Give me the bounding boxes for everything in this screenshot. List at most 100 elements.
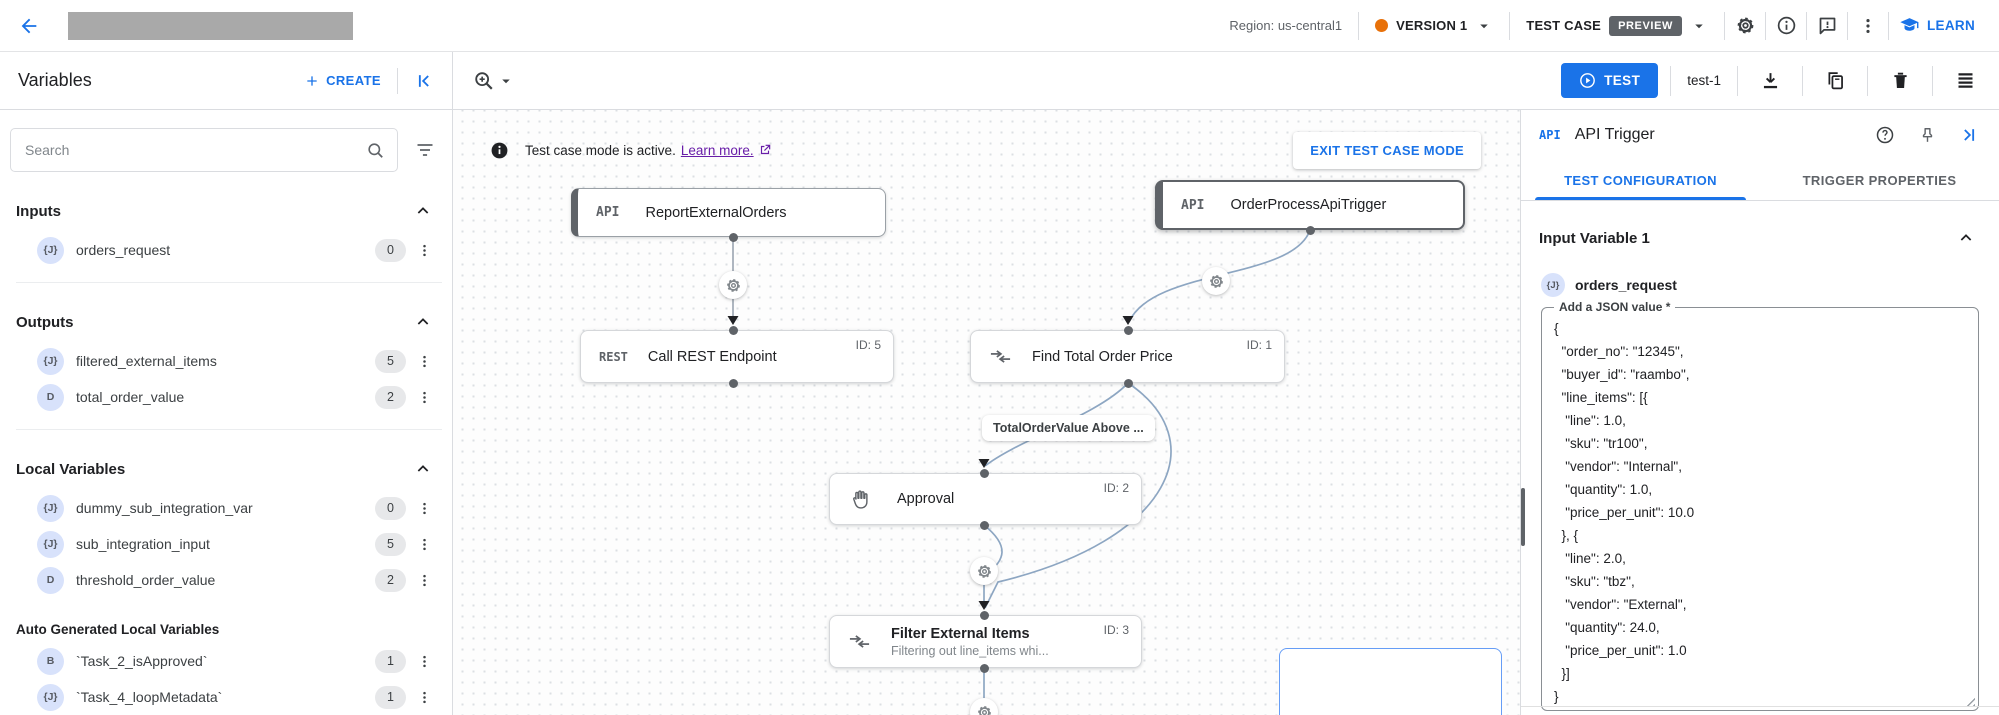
help-icon[interactable]: [1869, 119, 1901, 151]
chevron-up-icon[interactable]: [408, 307, 438, 337]
test-case-selector[interactable]: TEST CASE PREVIEW: [1510, 14, 1724, 38]
node-title: Find Total Order Price: [1032, 348, 1173, 365]
variables-panel-title: Variables: [18, 70, 92, 90]
connection-port[interactable]: [980, 664, 989, 673]
connection-port[interactable]: [1124, 326, 1133, 335]
sort-filter-icon[interactable]: [406, 131, 444, 169]
version-selector[interactable]: VERSION 1: [1359, 14, 1509, 38]
divider: [1765, 11, 1766, 40]
node-find-total-order-price[interactable]: Find Total Order Price ID: 1: [970, 330, 1285, 383]
variable-row[interactable]: {J} orders_request 0: [16, 232, 442, 268]
variable-row[interactable]: {J} filtered_external_items 5: [16, 343, 442, 379]
variable-row[interactable]: {J} dummy_sub_integration_var 0: [16, 490, 442, 526]
node-approval[interactable]: Approval ID: 2: [829, 473, 1142, 525]
edge-settings-gear[interactable]: [719, 271, 747, 299]
external-link-icon[interactable]: [758, 143, 772, 157]
input-variable-section-title: Input Variable 1: [1539, 229, 1650, 247]
feedback-icon[interactable]: [1807, 6, 1847, 46]
delete-trash-icon[interactable]: [1880, 61, 1920, 101]
tab-test-configuration[interactable]: TEST CONFIGURATION: [1521, 160, 1760, 200]
approval-hand-icon: [853, 489, 868, 509]
note-box[interactable]: [1279, 648, 1502, 715]
variable-name: orders_request: [76, 242, 171, 258]
edge-condition-label[interactable]: TotalOrderValue Above ...: [982, 415, 1155, 441]
collapse-panel-right-icon[interactable]: [1953, 119, 1985, 151]
more-vert-icon[interactable]: [406, 529, 442, 559]
json-type-icon: {J}: [37, 530, 64, 558]
connection-port[interactable]: [980, 469, 989, 478]
more-vert-icon[interactable]: [406, 382, 442, 412]
node-order-process-api-trigger[interactable]: API OrderProcessApiTrigger: [1155, 180, 1465, 230]
variable-row[interactable]: {J} `Task_4_loopMetadata` 1: [16, 679, 442, 715]
edge-settings-gear[interactable]: [1202, 267, 1230, 295]
learn-label: LEARN: [1927, 18, 1975, 33]
chevron-up-icon[interactable]: [1951, 223, 1981, 253]
divider: [1358, 11, 1360, 40]
back-arrow-icon[interactable]: [12, 9, 46, 43]
variable-row[interactable]: D total_order_value 2: [16, 379, 442, 415]
connection-port[interactable]: [729, 326, 738, 335]
collapse-panel-icon[interactable]: [408, 65, 440, 97]
panel-tabs: TEST CONFIGURATION TRIGGER PROPERTIES: [1521, 160, 1999, 201]
search-input[interactable]: [25, 142, 366, 158]
data-mapping-icon: [849, 635, 870, 648]
node-report-external-orders[interactable]: API ReportExternalOrders: [571, 188, 886, 237]
api-logo: API: [596, 205, 620, 220]
divider: [1509, 11, 1511, 40]
connection-port[interactable]: [1306, 226, 1315, 235]
info-icon[interactable]: [1766, 6, 1806, 46]
usage-count-badge: 2: [375, 568, 406, 592]
more-vert-icon[interactable]: [406, 646, 442, 676]
create-variable-button[interactable]: CREATE: [298, 67, 387, 95]
section-title: Inputs: [16, 202, 61, 220]
test-case-name[interactable]: test-1: [1687, 73, 1721, 88]
zoom-control[interactable]: [473, 70, 515, 92]
divider: [16, 282, 442, 283]
connection-port[interactable]: [980, 611, 989, 620]
edge-settings-gear[interactable]: [970, 698, 998, 715]
integration-title-redacted: [68, 11, 353, 40]
more-vert-icon[interactable]: [406, 493, 442, 523]
json-value-textarea[interactable]: { "order_no": "12345", "buyer_id": "raam…: [1554, 321, 1695, 704]
variable-row[interactable]: B `Task_2_isApproved` 1: [16, 643, 442, 679]
task-list-icon[interactable]: [1945, 61, 1985, 101]
connection-port[interactable]: [980, 521, 989, 530]
exit-test-case-mode-button[interactable]: EXIT TEST CASE MODE: [1293, 131, 1481, 169]
download-icon[interactable]: [1750, 61, 1790, 101]
connection-port[interactable]: [1124, 379, 1133, 388]
json-type-icon: {J}: [37, 347, 64, 375]
divider: [1737, 65, 1738, 96]
panel-scrollbar[interactable]: [1521, 488, 1525, 546]
more-vert-icon[interactable]: [406, 346, 442, 376]
section-title: Outputs: [16, 313, 74, 331]
connection-port[interactable]: [729, 379, 738, 388]
search-box[interactable]: [10, 128, 398, 172]
connection-port[interactable]: [729, 233, 738, 242]
variable-name: threshold_order_value: [76, 572, 216, 588]
workflow-canvas[interactable]: Test case mode is active. Learn more. EX…: [453, 110, 1520, 715]
usage-count-badge: 1: [375, 685, 406, 709]
more-vert-icon[interactable]: [406, 682, 442, 712]
divider: [1867, 65, 1868, 96]
settings-gear-icon[interactable]: [1725, 6, 1765, 46]
variable-row[interactable]: {J} sub_integration_input 5: [16, 526, 442, 562]
more-vert-icon[interactable]: [406, 565, 442, 595]
edge-settings-gear[interactable]: [970, 557, 998, 585]
more-vert-icon[interactable]: [1848, 6, 1888, 46]
copy-icon[interactable]: [1815, 61, 1855, 101]
tab-trigger-properties[interactable]: TRIGGER PROPERTIES: [1802, 172, 1957, 188]
node-filter-external-items[interactable]: Filter External Items Filtering out line…: [829, 615, 1142, 668]
create-label: CREATE: [326, 73, 381, 88]
chevron-up-icon[interactable]: [408, 196, 438, 226]
test-button[interactable]: TEST: [1561, 63, 1659, 98]
more-vert-icon[interactable]: [406, 235, 442, 265]
node-call-rest-endpoint[interactable]: REST Call REST Endpoint ID: 5: [580, 330, 894, 383]
divider: [1521, 706, 1999, 707]
pin-icon[interactable]: [1911, 119, 1943, 151]
learn-button[interactable]: LEARN: [1889, 15, 1985, 36]
node-title: OrderProcessApiTrigger: [1230, 197, 1387, 213]
node-title: ReportExternalOrders: [645, 204, 787, 221]
variable-row[interactable]: D threshold_order_value 2: [16, 562, 442, 598]
chevron-up-icon[interactable]: [408, 454, 438, 484]
learn-more-link[interactable]: Learn more.: [680, 142, 754, 158]
